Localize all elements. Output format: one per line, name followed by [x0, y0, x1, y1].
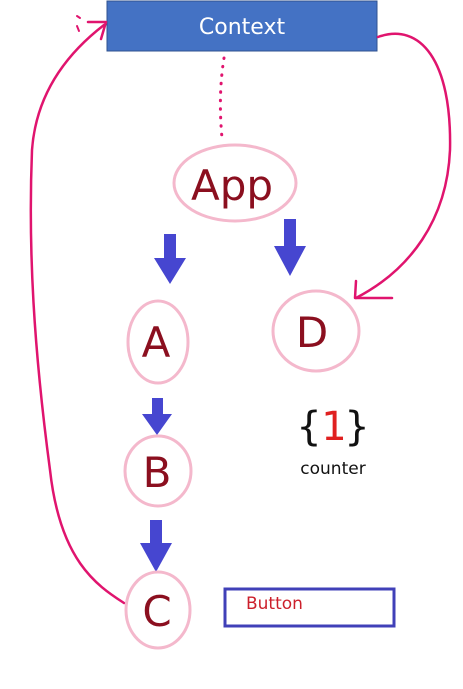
node-d-label: D — [296, 308, 328, 357]
node-b-ring — [123, 434, 193, 508]
node-b-label: B — [143, 448, 172, 497]
node-a-ring — [126, 299, 190, 385]
node-app-ring — [172, 143, 298, 223]
node-b: B — [123, 434, 193, 508]
arrow-down-icon-b-to-c — [140, 520, 172, 572]
context-label: Context — [199, 15, 286, 40]
context-arrow-tick-marks — [76, 15, 81, 32]
counter-value: 1 — [321, 404, 346, 450]
consumer-c-to-context-link — [29, 15, 126, 605]
node-d-ring — [271, 289, 361, 373]
context-arrowhead-icon — [86, 20, 108, 41]
button-box: Button — [223, 587, 396, 628]
context-box: Context — [106, 0, 378, 52]
context-to-d-curve — [354, 32, 452, 300]
node-c: C — [124, 570, 192, 650]
counter-state: { 1 } counter — [296, 404, 369, 479]
counter-caption: counter — [300, 459, 365, 479]
context-box-rect — [106, 0, 378, 52]
arrow-down-icon-app-to-a — [154, 234, 186, 284]
node-app-label: App — [191, 161, 273, 210]
node-c-ring — [124, 570, 192, 650]
node-d: D — [271, 289, 361, 373]
arrow-down-icon-a-to-b — [142, 398, 172, 435]
button-box-label: Button — [246, 594, 303, 614]
arrow-down-icon-app-to-d — [274, 219, 306, 276]
counter-open-brace: { — [296, 404, 321, 450]
context-to-d-link — [353, 32, 452, 300]
context-app-dotted-link — [218, 56, 226, 140]
node-app: App — [172, 143, 298, 223]
node-a: A — [126, 299, 190, 385]
node-c-label: C — [142, 587, 171, 636]
counter-close-brace: } — [344, 404, 369, 450]
node-a-label: A — [142, 318, 171, 367]
tree-arrows — [140, 219, 306, 572]
button-box-rect — [223, 587, 396, 628]
d-arrowhead-icon — [353, 279, 394, 300]
c-to-context-curve — [29, 23, 126, 605]
